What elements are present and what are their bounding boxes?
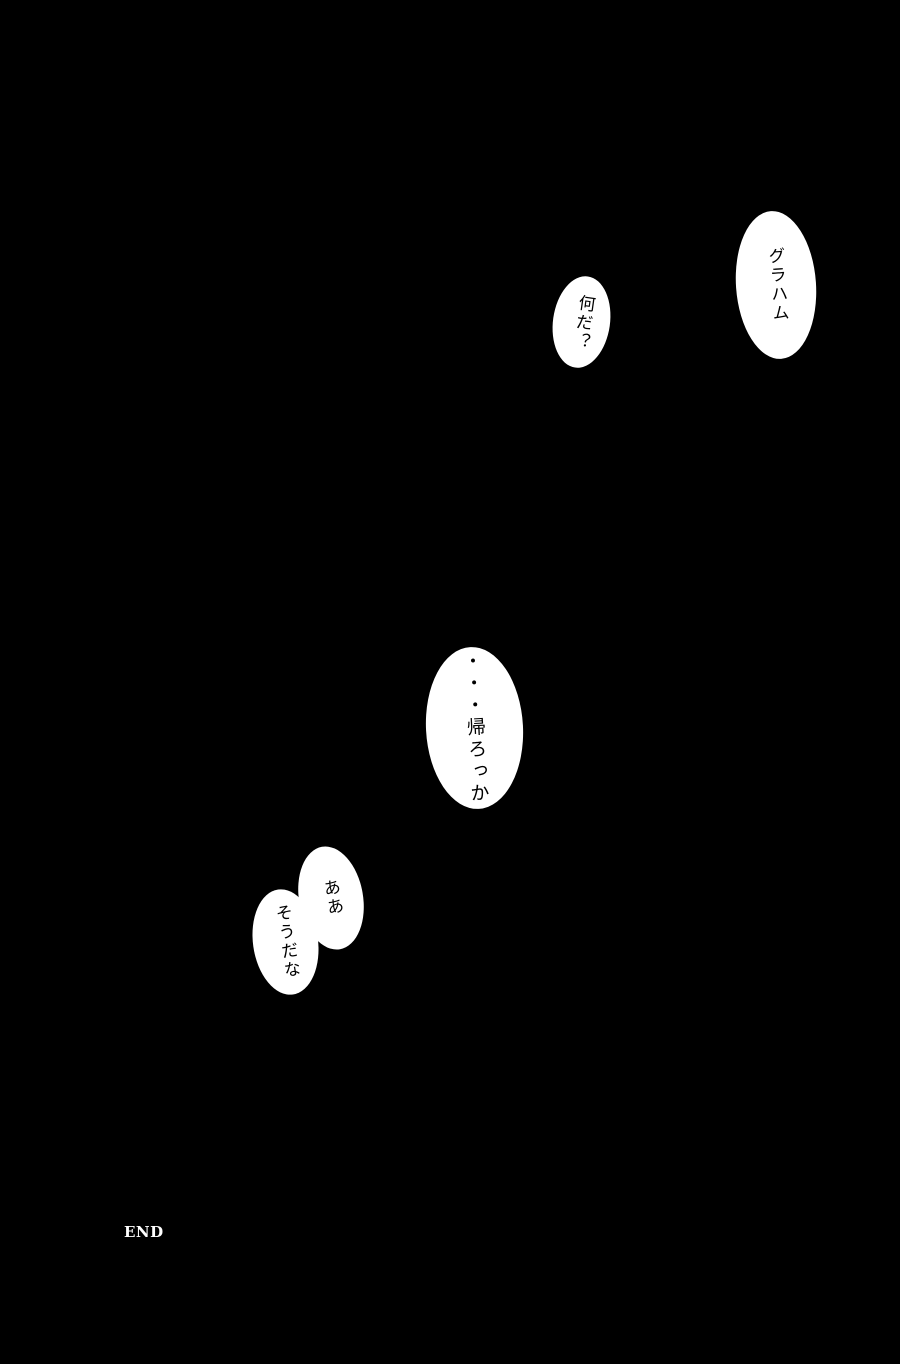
bubble-text-graham: グラハム <box>763 246 790 324</box>
speech-bubble-kaerokka: ・・・帰ろっか <box>421 644 528 812</box>
speech-bubble-graham: グラハム <box>730 208 822 362</box>
speech-bubble-nanda: 何だ？ <box>546 272 617 372</box>
end-label: END <box>124 1223 164 1241</box>
bubble-text-nanda: 何だ？ <box>568 292 596 352</box>
bubble-text-aa: ああ <box>318 877 345 919</box>
bubble-text-souda: そうだな <box>270 902 302 981</box>
bubble-text-kaerokka: ・・・帰ろっか <box>459 650 491 806</box>
